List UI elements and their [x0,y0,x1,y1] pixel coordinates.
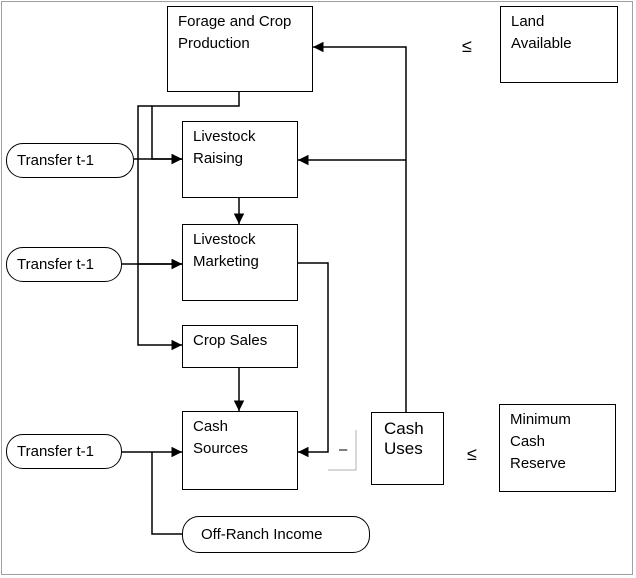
livestock-marketing-box: Livestock Marketing [182,224,298,301]
cash-constraint-symbol: ≤ [467,444,477,464]
cash-uses-box: Cash Uses [371,412,444,485]
subtract-bracket [328,430,357,471]
off-ranch-income-pill: Off-Ranch Income [182,516,370,553]
minus-sign: – [339,441,348,458]
transfer-pill-1: Transfer t-1 [6,143,134,178]
connector-forage-to-cropsales [137,264,182,351]
minimum-cash-reserve-box: Minimum Cash Reserve [499,404,616,492]
crop-sales-box: Crop Sales [182,325,298,368]
connector-offranch-to-cashsources [151,452,182,535]
transfer-pill-3: Transfer t-1 [6,434,122,469]
land-available-box: Land Available [500,6,618,83]
connector-forage-to-marketing [137,105,182,270]
cash-sources-box: Cash Sources [182,411,298,490]
transfer-pill-2: Transfer t-1 [6,247,122,282]
forage-crop-production-box: Forage and Crop Production [167,6,313,92]
connector-marketing-to-cashsources [298,262,329,458]
livestock-raising-box: Livestock Raising [182,121,298,198]
connector-cashuses-to-forage [313,41,407,412]
land-constraint-symbol: ≤ [462,36,472,56]
